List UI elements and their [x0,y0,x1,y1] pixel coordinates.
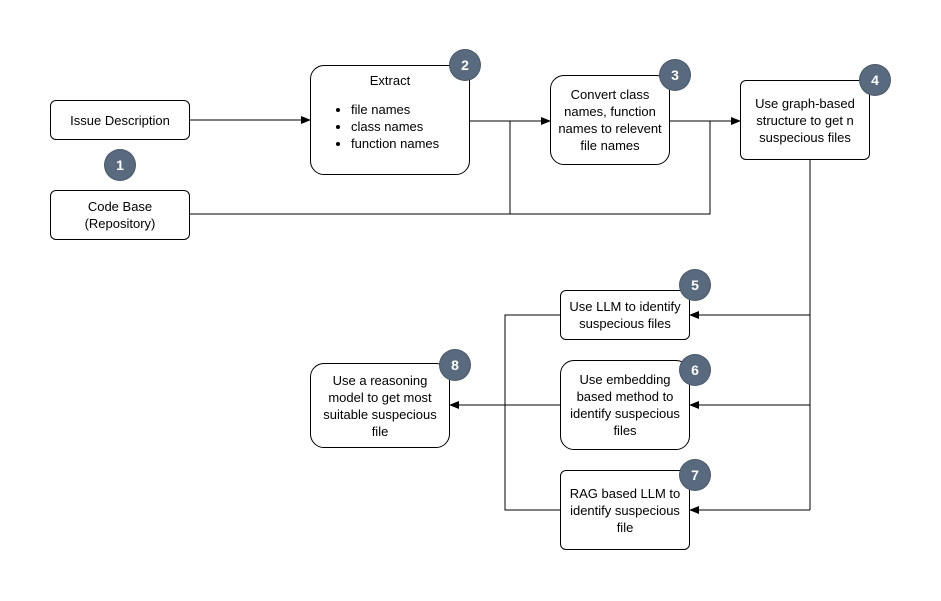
extract-item-class-names: class names [351,118,469,135]
step-badge-7: 7 [680,460,710,490]
extract-item-function-names: function names [351,135,469,152]
step-badge-2: 2 [450,50,480,80]
llm-node: Use LLM to identify suspecious files [560,290,690,340]
issue-description-node: Issue Description [50,100,190,140]
code-base-label: Code Base [87,199,153,214]
embedding-label: Use embedding based method to identify s… [570,372,680,438]
embedding-node: Use embedding based method to identify s… [560,360,690,450]
step-badge-1: 1 [105,150,135,180]
extract-title: Extract [369,73,411,88]
extract-item-file-names: file names [351,101,469,118]
reasoning-label: Use a reasoning model to get most suitab… [323,372,437,439]
rag-node: RAG based LLM to identify suspecious fil… [560,470,690,550]
code-base-node: Code Base (Repository) [50,190,190,240]
convert-label: Convert class names, function names to r… [558,87,662,153]
graph-node: Use graph-based structure to get n suspe… [740,80,870,160]
extract-list: file names class names function names [339,101,469,152]
extract-node: Extract file names class names function … [310,65,470,175]
code-base-sublabel: (Repository) [84,216,156,231]
reasoning-node: Use a reasoning model to get most suitab… [310,363,450,448]
llm-label: Use LLM to identify suspecious files [569,299,681,331]
step-badge-6: 6 [680,355,710,385]
rag-label: RAG based LLM to identify suspecious fil… [569,485,681,535]
step-badge-4: 4 [860,65,890,95]
step-badge-8: 8 [440,350,470,380]
edge-codebase-bus [190,121,711,215]
edge-merge-bus [504,314,560,511]
graph-label: Use graph-based structure to get n suspe… [755,95,855,145]
step-badge-5: 5 [680,270,710,300]
convert-node: Convert class names, function names to r… [550,75,670,165]
issue-description-label: Issue Description [70,112,170,128]
step-badge-3: 3 [660,60,690,90]
